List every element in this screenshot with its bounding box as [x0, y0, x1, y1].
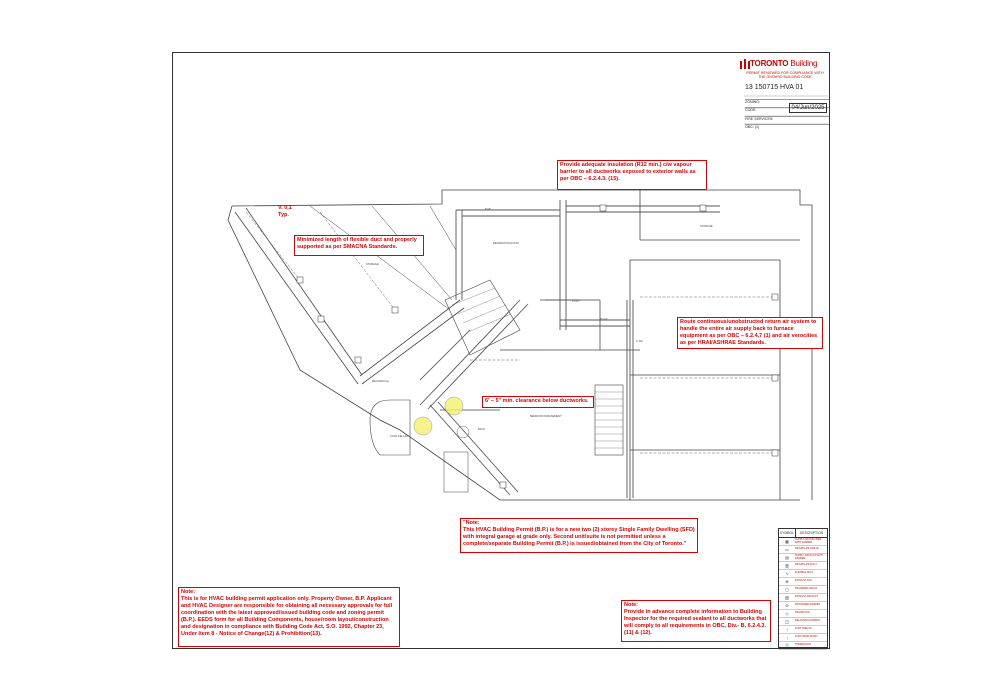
legend-row: ↑ DUCT RISE UP	[779, 626, 827, 634]
legend-row: ◇ TRANSITION	[779, 610, 827, 618]
note-typ: V. 0.1 Typ.	[278, 205, 292, 218]
legend-symbol-icon: Ⓣ	[785, 642, 789, 648]
legend-description: SUPPLY AIR DIFFUSER WITH DAMPER	[795, 537, 822, 544]
room-bedroom: BEDROOM IN BASEMENT	[530, 415, 562, 418]
legend-row: ∿ FLEXIBLE DUCT	[779, 570, 827, 578]
legend-row: ▧ EXHAUST AIR DUCT	[779, 594, 827, 602]
legend-header: SYMBOL DESCRIPTION	[779, 529, 827, 538]
duct-size-4: 4" RA	[636, 340, 643, 343]
note-clearance: 6' – 5" min. clearance below ductworks.	[482, 396, 594, 408]
legend-row: ◫ BALANCING DAMPER	[779, 618, 827, 626]
room-storage-left: STORAGE	[366, 263, 379, 266]
code-label: CODE:	[745, 107, 829, 112]
room-storage-right: STORAGE	[700, 225, 713, 228]
zoning-label: ZONING:	[745, 99, 829, 104]
note-permit-body: This is for HVAC building permit applica…	[181, 596, 393, 637]
legend-row: ⊗ EXHAUST FAN	[779, 578, 827, 586]
legend-symbol-icon: ∿	[785, 571, 789, 576]
legend-description: MOTORIZED DAMPER	[795, 603, 821, 607]
note-return-air: Route continuous/unobstructed return air…	[677, 317, 823, 349]
permit-number: 13 150715 HVA 01	[745, 84, 804, 91]
room-recreation: RECREATION ROOM	[493, 242, 519, 245]
outer-wall-left	[227, 205, 800, 501]
legend-description: FLEXIBLE DUCT	[795, 571, 814, 575]
legend-description: EXHAUST AIR DUCT	[795, 595, 819, 599]
duct-size-2: 6"x10"	[572, 300, 580, 303]
note-insulation: Provide adequate insulation (R12 min.) c…	[557, 160, 707, 190]
title-block: TORONTO Building PERMIT REVIEWED FOR COM…	[737, 57, 829, 132]
legend-symbol-icon: ▢	[785, 587, 789, 592]
legend-description: BALANCING DAMPER	[795, 619, 820, 623]
note-sealant-heading: Note:	[624, 602, 639, 608]
note-sfd-body: This HVAC Building Permit (B.P.) is for …	[463, 527, 695, 547]
symbol-legend: SYMBOL DESCRIPTION ▦ SUPPLY AIR DIFFUSER …	[778, 528, 828, 650]
equipment-highlight	[413, 396, 464, 436]
note-sfd: "Note: This HVAC Building Permit (B.P.) …	[460, 518, 698, 553]
legend-row: ▦ SUPPLY AIR DIFFUSER WITH DAMPER	[779, 538, 827, 546]
legend-rows: ▦ SUPPLY AIR DIFFUSER WITH DAMPER ▭ RETURN …	[779, 538, 827, 650]
room-bath: BATH	[478, 428, 485, 431]
legend-symbol-header: SYMBOL	[779, 529, 796, 537]
duct-size-3: 8"x14"	[600, 318, 608, 321]
legend-row: Ⓣ THERMOSTAT	[779, 642, 827, 650]
review-date: 04/Jun/2025	[789, 103, 827, 113]
legend-symbol-icon: ▦	[785, 539, 789, 544]
review-stamp: PERMIT REVIEWED FOR COMPLIANCE WITH THE …	[746, 71, 824, 79]
legend-row: ▭ RETURN AIR GRILLE	[779, 546, 827, 554]
legend-row: ↓ DUCT DROP DOWN	[779, 634, 827, 642]
legend-description: RETURN AIR DUCT	[795, 563, 817, 567]
legend-row: ▤ SUPPLY AIR DUCT WITH DAMPER	[779, 554, 827, 562]
legend-description: TRANSFER GRILLE	[795, 587, 818, 591]
legend-description: TRANSITION	[795, 611, 810, 615]
duct-size-1: 8"x8"	[485, 208, 492, 211]
legend-symbol-icon: ▧	[785, 595, 789, 600]
legend-description: DUCT RISE UP	[795, 627, 812, 631]
note-flex-duct: Minimized length of flexible duct and pr…	[294, 235, 424, 256]
legend-row: ▢ TRANSFER GRILLE	[779, 586, 827, 594]
legend-symbol-icon: ▤	[785, 555, 789, 560]
brand-name: TORONTO Building	[750, 59, 818, 68]
legend-symbol-icon: ↓	[786, 635, 788, 640]
note-sfd-heading: "Note:	[463, 520, 480, 526]
room-cold-cellar: COLD CELLAR	[390, 435, 409, 438]
legend-symbol-icon: ▭	[785, 547, 789, 552]
outer-wall-top	[231, 189, 813, 500]
obc-label: OBC: (1)	[745, 124, 829, 129]
legend-symbol-icon: ⊘	[785, 603, 789, 608]
legend-symbol-icon: ↑	[786, 627, 788, 632]
legend-description: SUPPLY AIR DUCT WITH DAMPER	[795, 553, 823, 560]
toronto-logo-icon	[740, 59, 750, 69]
legend-description: THERMOSTAT	[795, 643, 812, 647]
legend-symbol-icon: ⊗	[785, 579, 789, 584]
legend-symbol-icon: ◇	[785, 611, 789, 616]
note-permit: Note: This is for HVAC building permit a…	[178, 587, 400, 647]
room-mechanical: MECHANICAL	[372, 380, 390, 383]
legend-description-header: DESCRIPTION	[799, 531, 824, 535]
note-sealant-body: Provide in advance complete information …	[624, 609, 767, 636]
legend-symbol-icon: ▥	[785, 563, 789, 568]
legend-description: DUCT DROP DOWN	[795, 635, 818, 639]
legend-description: EXHAUST FAN	[795, 579, 812, 583]
toronto-logo: TORONTO Building	[737, 57, 829, 71]
legend-row: ▥ RETURN AIR DUCT	[779, 562, 827, 570]
note-permit-heading: Note:	[181, 589, 196, 595]
legend-description: RETURN AIR GRILLE	[795, 547, 819, 551]
note-sealant: Note: Provide in advance complete inform…	[621, 600, 771, 642]
legend-symbol-icon: ◫	[785, 619, 789, 624]
legend-row: ⊘ MOTORIZED DAMPER	[779, 602, 827, 610]
fire-services-label: FIRE SERVICES:	[745, 116, 829, 121]
